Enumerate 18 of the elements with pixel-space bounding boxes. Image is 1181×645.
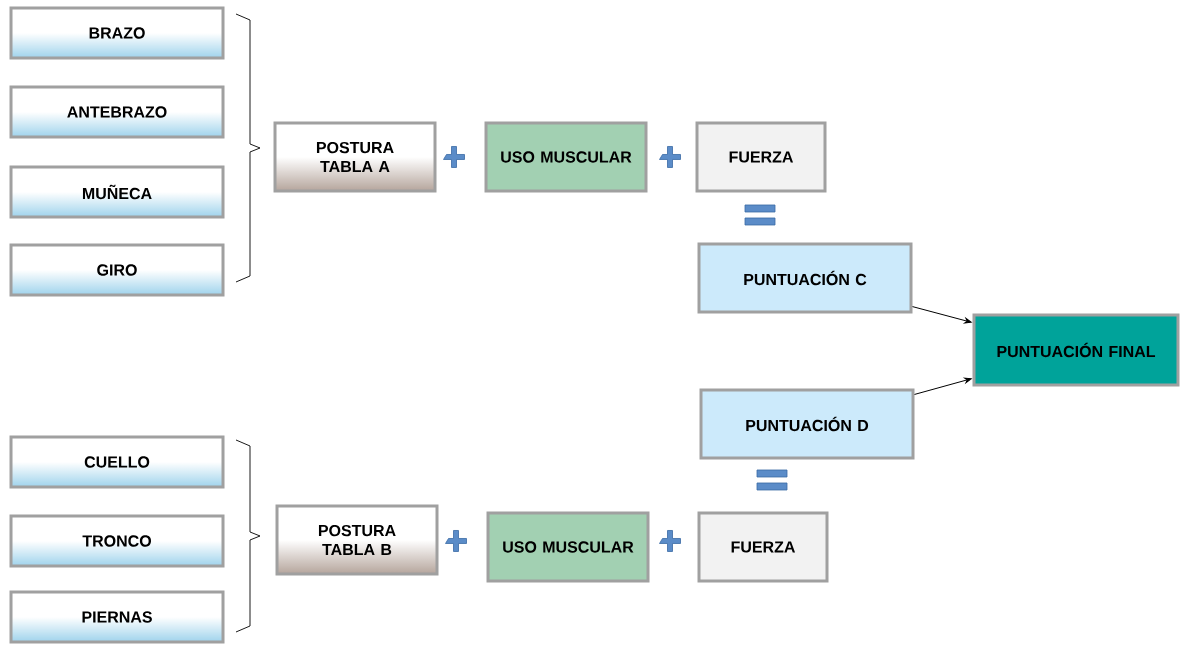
force-box: FUERZA: [695, 121, 827, 193]
arrow: [914, 377, 972, 395]
body-part-box: ANTEBRAZO: [9, 85, 225, 139]
score-box: PUNTUACIÓN D: [699, 388, 915, 460]
body-part-box: BRAZO: [9, 6, 225, 60]
body-part-box: PIERNAS: [9, 590, 225, 644]
body-part-box: GIRO: [9, 243, 225, 297]
body-part-box: MUÑECA: [9, 165, 225, 219]
body-part-box: CUELLO: [9, 435, 225, 489]
muscle-use-box: USO MUSCULAR: [484, 121, 648, 193]
body-part-box: TRONCO: [9, 514, 225, 568]
arrow: [912, 306, 972, 324]
posture-table-box: POSTURA TABLA A: [273, 121, 437, 193]
final-score-box: PUNTUACIÓN FINAL: [972, 313, 1180, 387]
posture-table-box: POSTURA TABLA B: [275, 504, 439, 576]
muscle-use-box: USO MUSCULAR: [486, 511, 650, 583]
score-box: PUNTUACIÓN C: [697, 242, 913, 314]
force-box: FUERZA: [697, 511, 829, 583]
